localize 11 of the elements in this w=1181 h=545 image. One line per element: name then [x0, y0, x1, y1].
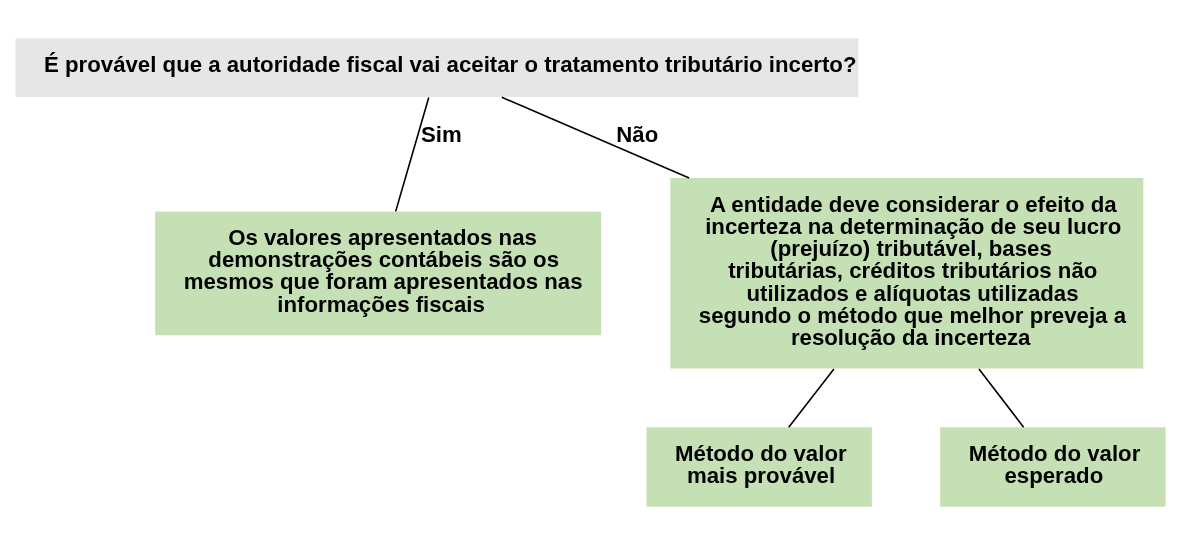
connector	[787, 368, 835, 428]
edge-label: Não	[616, 121, 659, 147]
connector	[500, 96, 690, 179]
node-box: Método do valor mais provável	[646, 427, 872, 507]
connector	[978, 368, 1025, 428]
node-box: Os valores apresentados nas demonstrações contábeis são os mesmos que foram apresentados nas informações fiscais	[155, 211, 602, 336]
edge-label: Sim	[421, 121, 462, 147]
connector	[394, 96, 430, 213]
node-box: A entidade deve considerar o efeito da incerteza na determinação de seu lucro (prejuízo) tributável, bases tributárias, créditos tributários não utilizados e alíquotas utilizadas segundo o método que melhor preveja a resolução da incerteza	[670, 178, 1144, 369]
node-box: Método do valor esperado	[940, 427, 1166, 507]
node-box: É provável que a autoridade fiscal vai aceitar o tratamento tributário incerto?	[15, 38, 859, 98]
